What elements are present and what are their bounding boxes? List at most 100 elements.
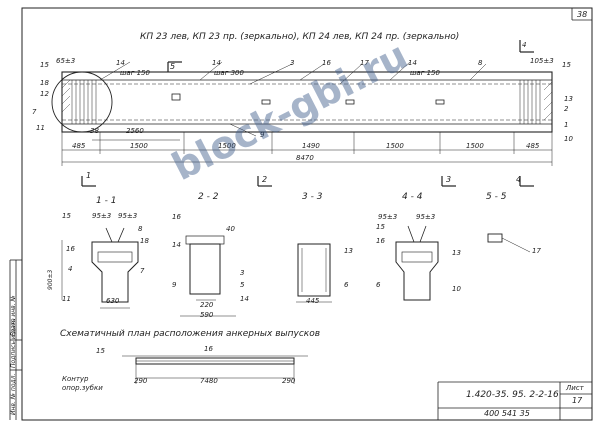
callout-7: 7	[32, 108, 37, 116]
callout-5: 5	[170, 62, 176, 71]
anchor-plan-drawing	[122, 355, 308, 384]
callout-15b: 15	[562, 61, 571, 69]
sec1-height: 900±3	[47, 269, 54, 290]
dim-2560: 2560	[126, 127, 144, 135]
plan-15: 15	[96, 347, 105, 355]
cut-mark-4: 4	[516, 175, 522, 184]
pitch3-step: шаг 150	[410, 69, 440, 77]
sec1-7: 7	[140, 267, 145, 275]
dim-38: 38	[90, 127, 99, 135]
stamp-code: 1.420-35. 95. 2-2-16	[466, 390, 559, 400]
detail-circle	[51, 71, 113, 133]
sec1-g1: 95±3	[92, 212, 112, 220]
callout-3: 3	[290, 59, 295, 67]
sec4-15: 15	[376, 223, 385, 231]
pitch1-count: 14	[116, 59, 125, 67]
callout-15a: 15	[40, 61, 49, 69]
callout-1: 1	[564, 121, 569, 129]
pitch2-count: 14	[212, 59, 221, 67]
section-2-2-drawing	[180, 235, 236, 317]
callout-9: 9	[260, 131, 265, 139]
margin-replace: Взам. инв. №	[10, 295, 17, 336]
section-title-2-2: 2 - 2	[198, 192, 219, 202]
callout-18: 18	[40, 79, 49, 87]
callout-11: 11	[36, 124, 45, 132]
sec2-40: 40	[226, 225, 235, 233]
pitch2-step: шаг 300	[214, 69, 244, 77]
section-4-4-drawing	[395, 225, 439, 301]
dim-1500b: 1500	[218, 142, 236, 150]
sec2-3: 3	[240, 269, 245, 277]
sec1-8: 8	[138, 225, 143, 233]
sec2-14b: 14	[240, 295, 249, 303]
sec1-width: 630	[106, 297, 120, 305]
callout-12: 12	[40, 90, 49, 98]
plan-16: 16	[204, 345, 213, 353]
sec4-g1: 95±3	[378, 213, 398, 221]
stamp-number: 400 541 35	[484, 409, 530, 418]
dim-total: 8470	[296, 154, 314, 162]
plan-title: Схематичный план расположения анкерных в…	[60, 329, 321, 339]
sec1-4: 4	[68, 265, 73, 273]
sec2-9: 9	[172, 281, 177, 289]
dim-485a: 485	[72, 142, 86, 150]
sec3-6: 6	[344, 281, 349, 289]
dim-1500d: 1500	[466, 142, 484, 150]
callout-2: 2	[564, 105, 569, 113]
callout-65: 65±3	[56, 57, 76, 65]
dim-1500a: 1500	[130, 142, 148, 150]
pitch3-count: 14	[408, 59, 417, 67]
section-cut-marks	[81, 40, 534, 187]
callout-10: 10	[564, 135, 573, 143]
pitch1-step: шаг 150	[120, 69, 150, 77]
dim-1490: 1490	[302, 142, 320, 150]
sec1-16: 16	[66, 245, 75, 253]
section-title-4-4: 4 - 4	[402, 192, 423, 202]
callout-4: 4	[522, 41, 527, 49]
plan-dim-3: 290	[282, 377, 296, 385]
sec1-18: 18	[140, 237, 149, 245]
section-3-3-drawing	[296, 243, 332, 303]
sec2-220: 220	[200, 301, 214, 309]
title-block	[437, 381, 592, 420]
stamp-sheet-no: 17	[572, 396, 583, 405]
sec1-15: 15	[62, 212, 71, 220]
section-title-1-1: 1 - 1	[96, 196, 117, 206]
callout-8: 8	[478, 59, 483, 67]
sec1-11: 11	[62, 295, 71, 303]
sec1-g2: 95±3	[118, 212, 138, 220]
sec4-g2: 95±3	[416, 213, 436, 221]
sec5-17: 17	[532, 247, 541, 255]
sec4-16: 16	[376, 237, 385, 245]
sec4-10: 10	[452, 285, 461, 293]
section-title-3-3: 3 - 3	[302, 192, 323, 202]
sec3-13: 13	[344, 247, 353, 255]
callout-105: 105±3	[530, 57, 554, 65]
sec4-6: 6	[376, 281, 381, 289]
cut-mark-1: 1	[86, 171, 92, 180]
dim-1500c: 1500	[386, 142, 404, 150]
sec2-5: 5	[240, 281, 245, 289]
sheet-frame	[21, 7, 593, 421]
section-title-5-5: 5 - 5	[486, 192, 507, 202]
callout-16: 16	[322, 59, 331, 67]
dimension-lines	[61, 132, 553, 166]
callout-13: 13	[564, 95, 573, 103]
sec3-445: 445	[306, 297, 320, 305]
sec4-13: 13	[452, 249, 461, 257]
callout-17: 17	[360, 59, 369, 67]
stamp-sheet-label: Лист	[566, 384, 584, 392]
dim-485b: 485	[526, 142, 540, 150]
section-5-5-drawing	[487, 233, 531, 253]
cut-mark-3: 3	[446, 175, 452, 184]
plan-support: опор.зубки	[62, 384, 103, 392]
main-elevation	[51, 61, 553, 137]
plan-dim-1: 290	[134, 377, 148, 385]
drawing-title: КП 23 лев, КП 23 пр. (зеркально), КП 24 …	[140, 32, 460, 42]
cut-mark-2: 2	[262, 175, 268, 184]
plan-contour: Контур	[62, 375, 89, 383]
plan-dim-2: 7480	[200, 377, 218, 385]
page-number: 38	[577, 10, 588, 19]
sec2-16: 16	[172, 213, 181, 221]
